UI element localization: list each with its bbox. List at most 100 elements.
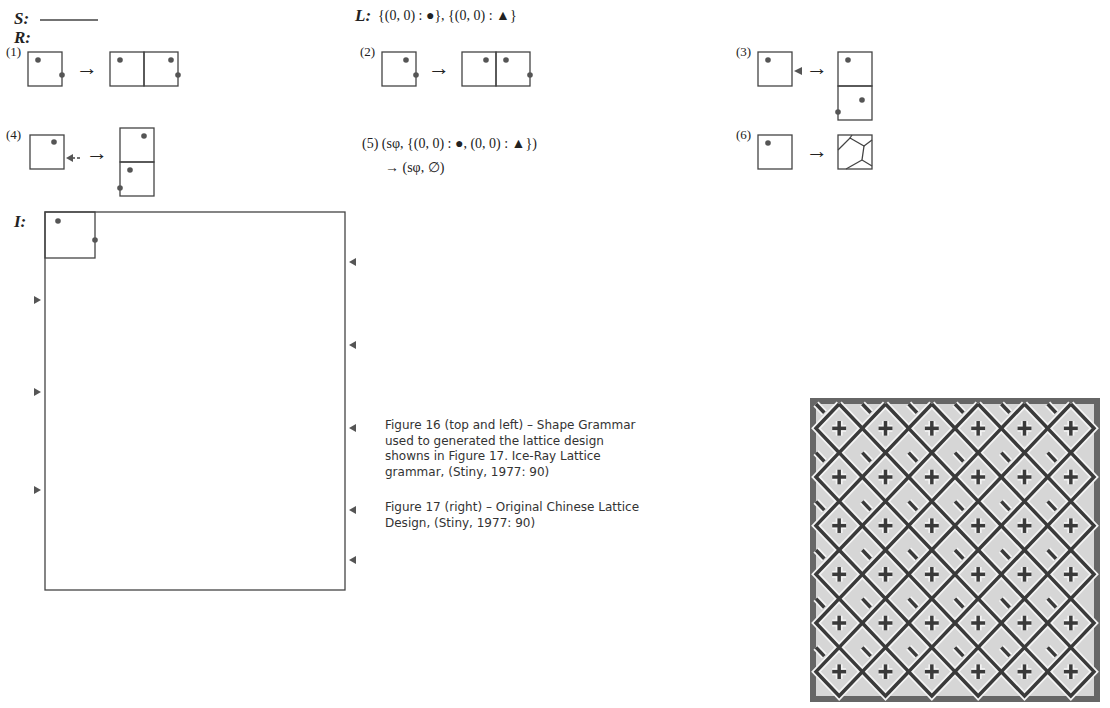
rule-square: [30, 135, 64, 169]
lattice-bar: [816, 453, 824, 462]
lattice-bar: [1048, 453, 1094, 502]
lattice-bar: [862, 647, 870, 656]
rule-square: [758, 135, 792, 169]
lattice-bar: [1048, 550, 1056, 559]
lattice-bar: [862, 550, 908, 599]
lattice-bar: [1001, 647, 1009, 656]
triangle-markers: [34, 67, 802, 564]
lattice-bar: [909, 453, 917, 462]
lattice-bar: [862, 550, 870, 559]
lattice-bar: [837, 567, 841, 582]
lattice-bar: [909, 404, 955, 453]
lattice-bar: [909, 404, 917, 413]
lattice-bar: [955, 550, 1001, 599]
rule-square: [496, 52, 530, 86]
lattice-bar: [1048, 599, 1094, 648]
lattice-bar: [909, 550, 955, 599]
lattice-bar: [1001, 453, 1047, 502]
lattice-bar: [955, 453, 1001, 502]
lattice-bar: [884, 470, 888, 485]
lattice-bar: [1001, 599, 1047, 648]
lattice-bar: [909, 404, 917, 413]
rule-text: →: [806, 138, 828, 163]
lattice-bar: [862, 647, 908, 696]
lattice-bar: [930, 421, 934, 436]
grammar-shapes: [28, 20, 872, 590]
lattice-bar: [1001, 453, 1009, 462]
rule-square: [462, 52, 496, 86]
lattice-bar: [816, 404, 824, 413]
lattice-bar: [837, 616, 841, 631]
lattice-bar: [930, 616, 934, 631]
rule-text: →: [86, 140, 108, 165]
lattice-bar: [862, 599, 870, 608]
lattice-bar: [955, 453, 963, 462]
lattice-bar: [837, 518, 841, 533]
lattice-bar: [955, 404, 1001, 453]
lattice-bar: [862, 453, 870, 462]
lattice-bar: [1001, 647, 1009, 656]
lattice-bar: [1069, 616, 1073, 631]
lattice-bar: [909, 453, 917, 462]
lattice-bar: [862, 647, 908, 696]
marker-tail: [72, 157, 80, 158]
figure-caption: Figure 16 (top and left) – Shape Grammar…: [385, 418, 645, 480]
rule-square: [838, 135, 872, 169]
lattice-bar: [955, 647, 963, 656]
lattice-photo: [810, 398, 1100, 702]
lattice-bar: [909, 501, 955, 550]
lattice-bar: [1048, 501, 1094, 550]
lattice-bar: [909, 550, 955, 599]
lattice-bar: [816, 647, 824, 656]
lattice-bar: [930, 567, 934, 582]
lattice-bar: [1048, 647, 1094, 696]
lattice-bar: [862, 453, 908, 502]
rule-text: (4): [6, 128, 21, 143]
lattice-bar: [909, 647, 917, 656]
lattice-bar: [884, 421, 888, 436]
lattice-bar: [930, 518, 934, 533]
lattice-bar: [955, 501, 1001, 550]
lattice-bar: [976, 616, 980, 631]
lattice-bar: [1001, 501, 1009, 510]
rule-square: [382, 52, 416, 86]
grammar-symbol: L:: [355, 6, 371, 26]
lattice-bar: [816, 453, 862, 502]
lattice-bar: [955, 550, 963, 559]
lattice-bar: [909, 501, 917, 510]
lattice-bar: [816, 599, 862, 648]
lattice-bar: [862, 599, 908, 648]
rule-text: (3): [736, 45, 751, 60]
lattice-bar: [1001, 599, 1009, 608]
lattice-bar: [1001, 453, 1047, 502]
lattice-bar: [816, 550, 862, 599]
lattice-bar: [816, 501, 824, 510]
rule-text: (6): [736, 128, 751, 143]
lattice-bar: [1001, 404, 1047, 453]
rule-text: {(0, 0) : ●}, {(0, 0) : ▲}: [378, 8, 517, 24]
lattice-bar: [909, 404, 955, 453]
lattice-bar: [955, 501, 1001, 550]
rule-text: →: [806, 55, 828, 80]
lattice-bar: [1023, 664, 1027, 679]
lattice-bar: [1001, 501, 1009, 510]
lattice-bar: [862, 599, 870, 608]
lattice-bar: [884, 518, 888, 533]
lattice-bar: [816, 550, 824, 559]
lattice-bar: [955, 501, 963, 510]
lattice-bar: [862, 404, 870, 413]
rule-square: [110, 52, 144, 86]
figure-caption: Figure 17 (right) – Original Chinese Lat…: [385, 500, 645, 531]
lattice-bar: [1023, 616, 1027, 631]
rule-text: (2): [360, 45, 375, 60]
lattice-bar: [955, 599, 1001, 648]
lattice-bar: [1048, 453, 1056, 462]
lattice-bar: [976, 567, 980, 582]
lattice-bar: [1048, 404, 1094, 453]
lattice-bar: [1001, 599, 1009, 608]
lattice-bar: [816, 404, 824, 413]
lattice-bar: [862, 501, 870, 510]
lattice-bar: [862, 404, 870, 413]
lattice-bar: [1001, 404, 1009, 413]
